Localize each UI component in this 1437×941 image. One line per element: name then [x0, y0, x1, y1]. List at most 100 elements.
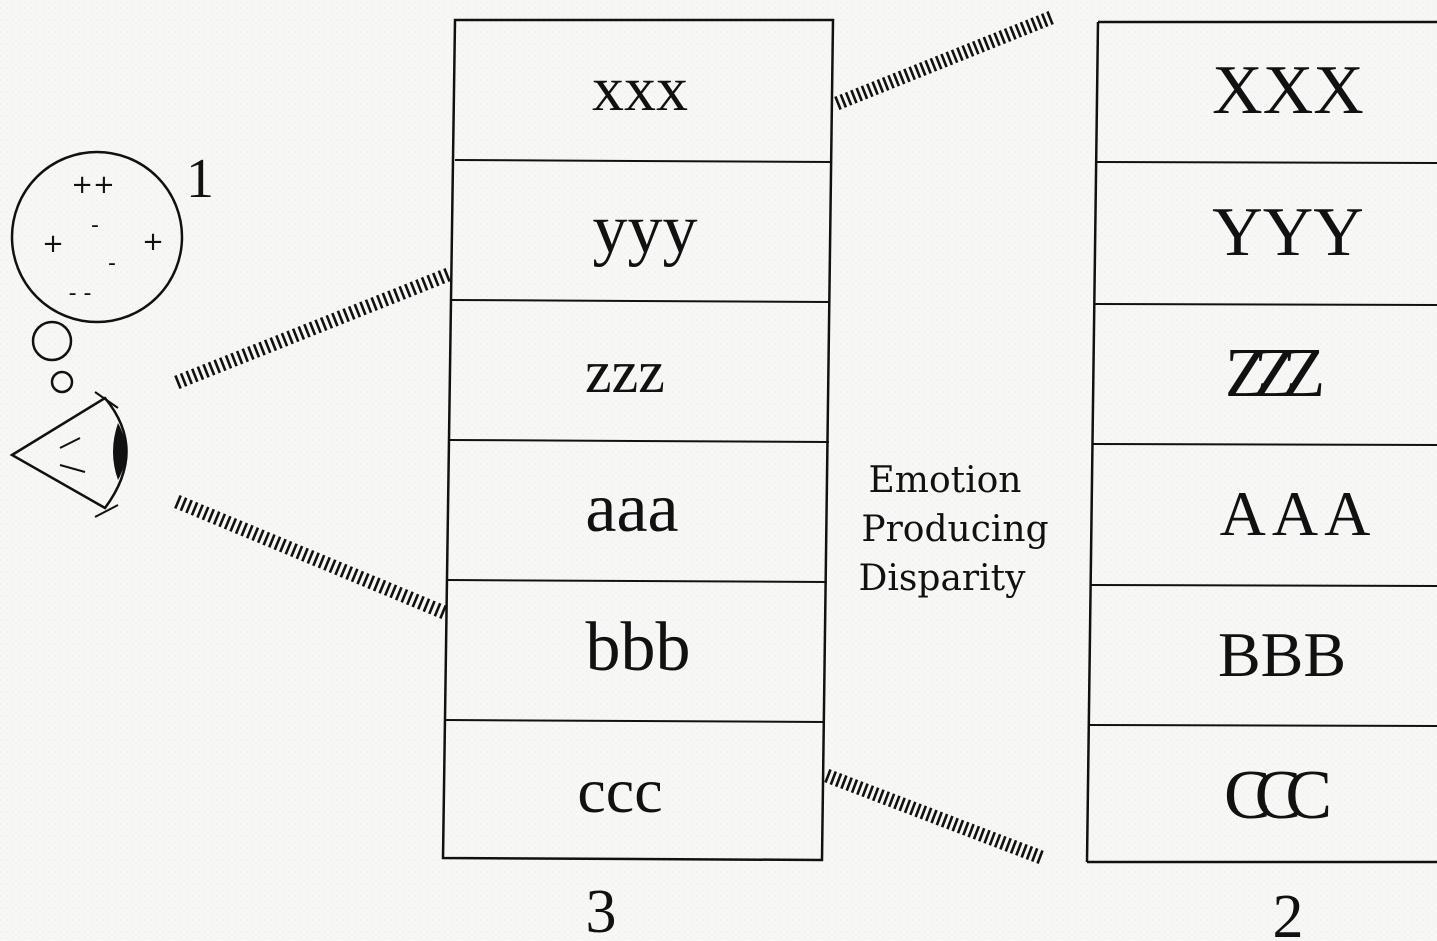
sight-line-upper-right: [1024, 19, 1033, 34]
sight-line-upper-left: [443, 268, 451, 282]
sight-line-upper-right: [950, 49, 959, 64]
sight-line-lower-left: [317, 554, 326, 569]
sight-line-lower-right: [840, 775, 848, 790]
sight-line-upper-left: [426, 274, 435, 289]
sight-line-upper-right: [913, 64, 922, 79]
right-column-edge: [1085, 21, 1100, 863]
sight-line-lower-left: [334, 561, 342, 576]
sight-line-lower-left: [256, 529, 265, 544]
sight-line-lower-right: [993, 833, 1002, 848]
sight-line-upper-right: [1019, 21, 1028, 36]
sight-line-upper-right: [1030, 17, 1038, 32]
sight-line-upper-right: [871, 81, 879, 96]
sight-line-lower-left: [190, 501, 199, 516]
sight-line-lower-right: [866, 785, 875, 800]
sight-line-lower-left: [251, 527, 260, 542]
sight-line-lower-right: [1030, 847, 1039, 862]
sight-line-lower-left: [290, 543, 298, 558]
sight-line-upper-right: [998, 30, 1007, 45]
sight-line-lower-left: [361, 572, 370, 587]
left-column-frame: [441, 18, 835, 862]
sight-line-lower-right: [914, 803, 922, 818]
sight-line-upper-right: [977, 38, 985, 53]
sight-line-lower-left: [378, 579, 387, 594]
sight-line-lower-left: [306, 550, 315, 564]
thought-bubble-small-circle: [31, 320, 73, 362]
sight-line-lower-left: [279, 538, 287, 553]
sight-line-upper-left: [275, 334, 283, 349]
sight-line-lower-left: [417, 595, 425, 610]
sight-line-upper-left: [392, 288, 401, 303]
sight-line-lower-left: [284, 540, 293, 555]
bubble-mark-plusplus: ++: [71, 170, 115, 200]
sight-line-upper-left: [381, 292, 390, 307]
sight-line-upper-left: [403, 283, 412, 298]
sight-line-lower-left: [350, 568, 359, 583]
sight-line-upper-left: [331, 312, 339, 327]
sight-line-upper-left: [179, 372, 188, 387]
right-divider: [1092, 443, 1437, 446]
sight-line-lower-left: [262, 531, 271, 546]
sight-line-upper-right: [844, 91, 853, 106]
sight-line-upper-right: [945, 51, 954, 66]
right-divider: [1096, 161, 1437, 164]
sight-line-upper-left: [342, 308, 350, 323]
left-divider: [449, 439, 830, 443]
label-right-column: 2: [1273, 883, 1304, 941]
sight-line-lower-right: [946, 815, 954, 830]
sight-line-upper-left: [431, 272, 440, 287]
right-cell-5: BBB: [1218, 619, 1346, 690]
sight-line-upper-right: [918, 62, 927, 76]
sight-line-lower-right: [1020, 843, 1028, 858]
sight-line-lower-right: [962, 821, 970, 836]
sight-line-lower-right: [924, 807, 933, 822]
sight-line-lower-left: [218, 513, 227, 528]
sight-line-lower-left: [301, 547, 309, 562]
sight-line-lower-right: [871, 787, 880, 802]
bubble-mark-plus-right: +: [142, 227, 164, 257]
sight-line-lower-right: [882, 791, 891, 806]
sight-line-upper-left: [347, 305, 356, 320]
sight-line-upper-left: [247, 346, 255, 360]
sight-line-lower-right: [877, 789, 885, 804]
sight-line-upper-right: [1014, 23, 1023, 38]
sight-line-lower-right: [834, 773, 843, 788]
sight-line-upper-left: [319, 317, 328, 331]
sight-line-lower-right: [972, 825, 981, 840]
sight-line-upper-left: [185, 370, 194, 385]
sight-line-lower-right: [903, 799, 912, 814]
sight-line-upper-left: [213, 359, 222, 374]
sight-line-upper-right: [908, 66, 917, 81]
sight-line-upper-right: [987, 34, 996, 49]
sight-line-upper-right: [1003, 28, 1012, 42]
sight-line-upper-left: [263, 339, 272, 354]
center-caption: Emotion Producing Disparity: [859, 460, 1049, 599]
sight-line-upper-left: [224, 354, 233, 369]
sight-line-upper-right: [924, 59, 932, 74]
sight-line-lower-right: [1015, 841, 1023, 856]
sight-line-lower-right: [977, 827, 986, 842]
sight-line-upper-left: [280, 332, 289, 347]
sight-line-lower-right: [930, 809, 938, 824]
sight-line-lower-right: [983, 829, 991, 844]
sight-lines: [174, 11, 1054, 864]
sight-line-lower-left: [422, 598, 431, 613]
sight-line-lower-left: [207, 508, 215, 523]
sight-line-upper-left: [353, 303, 362, 318]
sight-line-lower-left: [323, 556, 331, 571]
sight-line-lower-right: [909, 801, 917, 816]
sight-line-upper-left: [420, 276, 429, 291]
sight-line-upper-left: [235, 350, 244, 365]
sight-line-upper-right: [897, 70, 906, 85]
left-divider: [445, 719, 826, 723]
sight-line-upper-left: [387, 290, 395, 305]
bubble-mark-minus-pair: - -: [69, 281, 92, 306]
sight-line-upper-left: [437, 270, 446, 285]
sight-line-lower-left: [439, 605, 447, 619]
bubble-mark-minus-top: -: [91, 213, 99, 238]
sight-line-upper-right: [865, 83, 874, 98]
right-column: XXX YYY ZZZ AAA BBB CCC: [1085, 20, 1437, 864]
right-divider: [1090, 584, 1437, 587]
thought-bubble-tiny-circle: [50, 370, 74, 394]
sight-line-lower-left: [245, 524, 254, 539]
